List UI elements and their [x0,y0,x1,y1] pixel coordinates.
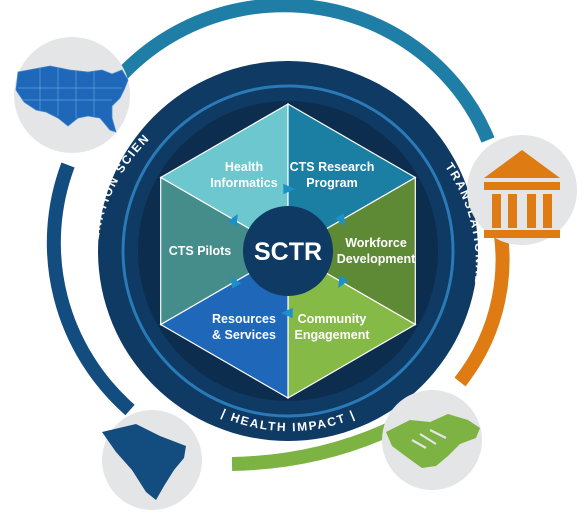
south-carolina-map-icon [102,410,202,510]
label-cts-pilots: CTS Pilots [169,244,232,258]
label-line: CTS Research [290,160,375,174]
arrow-cts-pilots [227,213,238,227]
ring-divider [121,84,455,418]
label-line: Engagement [294,328,370,342]
center-circle [243,206,333,296]
label-line: Community [298,312,367,326]
label-line: Resources [212,312,276,326]
arrow-cts-research-program [334,213,346,227]
label-line: & Services [212,328,276,342]
institution-building-icon [467,135,577,245]
arrow-resources-services [230,275,242,289]
handshake-icon [382,390,482,490]
label-line: Program [306,176,357,190]
label-line: Informatics [210,176,277,190]
segment-cts-pilots [160,176,290,326]
center-label: SCTR [254,238,322,266]
arrow-community-engagement [281,307,293,319]
arrow-workforce-development [338,275,349,289]
label-resources-services: Resources & Services [212,312,276,342]
segment-arrows [227,183,349,319]
usa-map-icon [14,37,130,153]
label-line: Development [337,252,416,266]
teal-arc [89,0,495,143]
label-line: Health [225,160,263,174]
focus-area-segments [159,102,417,400]
label-line: Workforce [345,236,407,250]
arrow-health-informatics [283,183,295,195]
navy-arc [46,162,135,416]
label-line: CTS Pilots [169,244,232,258]
